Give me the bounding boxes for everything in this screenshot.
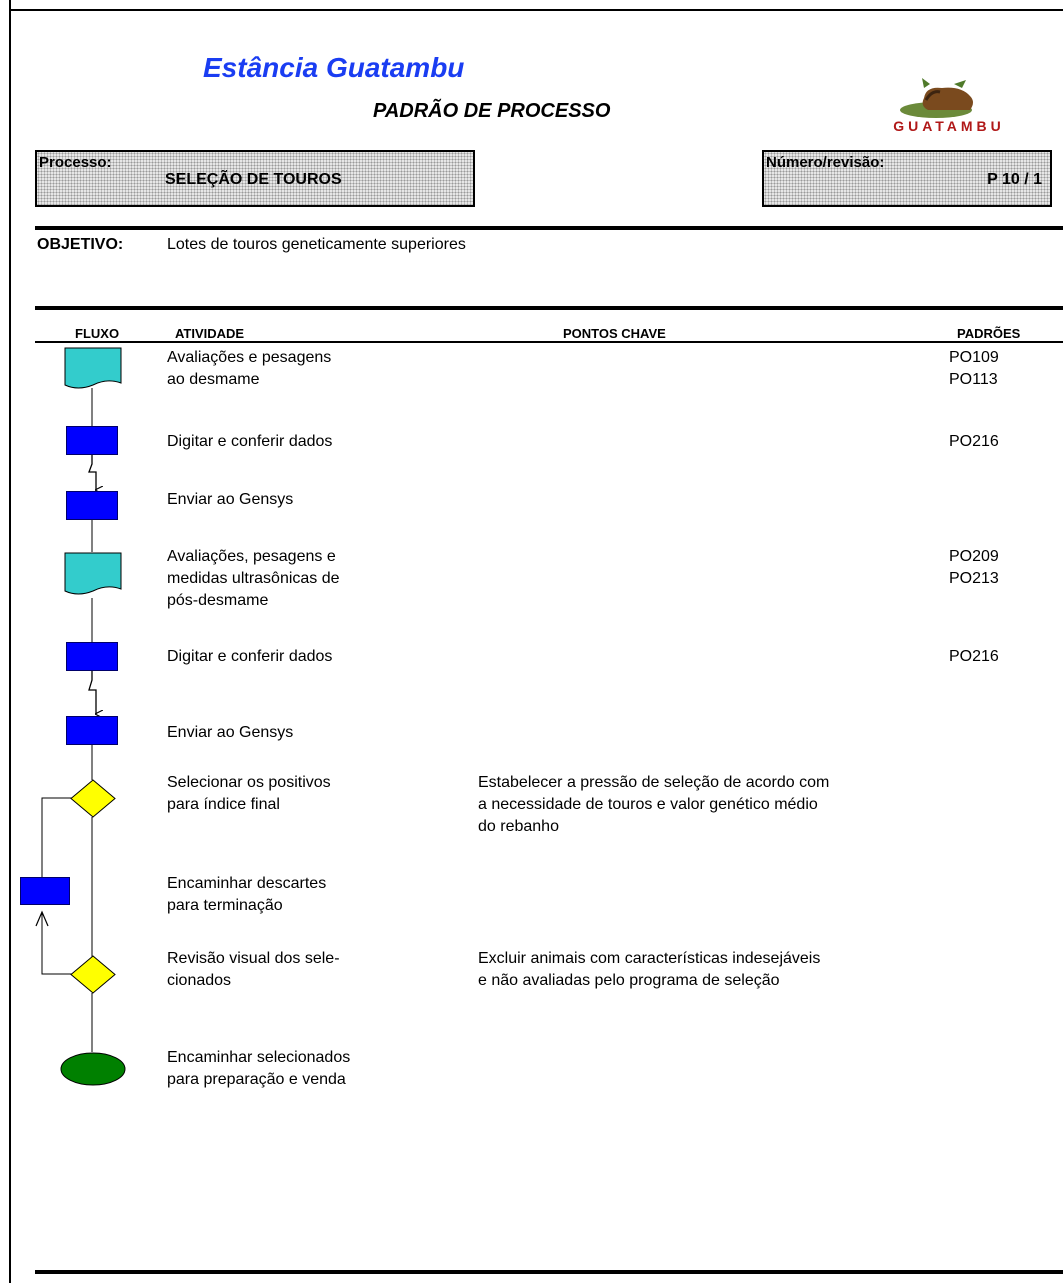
divider-middle [35,306,1063,310]
activity-text: Revisão visual dos sele- cionados [167,950,340,989]
document-shape [64,552,122,595]
lightning-arrow [88,671,96,714]
divider-bottom [35,1270,1063,1274]
decision-shape [70,779,116,818]
activity-text: Selecionar os positivos para índice fina… [167,774,331,813]
divider-columns [35,341,1063,343]
guatambu-logo: GUATAMBU [866,78,1032,138]
process-shape [66,426,118,455]
divider-top [35,226,1063,230]
activity-text: Digitar e conferir dados [167,433,333,450]
standards-text: PO209 PO213 [949,548,999,587]
logo-text: GUATAMBU [893,118,1005,134]
objective-label: OBJETIVO: [37,236,124,253]
reject-branch-line [41,797,72,877]
column-header-fluxo: FLUXO [75,326,120,341]
process-shape [66,491,118,520]
revision-label: Número/revisão: [766,154,885,171]
activity-text: Enviar ao Gensys [167,491,294,508]
column-header-padroes: PADRÕES [957,326,1021,341]
process-shape [66,642,118,671]
revision-number: P 10 / 1 [987,171,1042,188]
process-box: Processo: SELEÇÃO DE TOUROS [35,150,475,207]
document-title: PADRÃO DE PROCESSO [373,100,611,122]
process-shape [20,877,70,905]
process-label: Processo: [39,154,112,171]
activity-text: Avaliações e pesagens ao desmame [167,349,332,388]
standards-text: PO109 PO113 [949,349,999,388]
key-points-text: Estabelecer a pressão de seleção de acor… [478,774,830,835]
page-border-left [9,0,11,1283]
decision-shape [70,955,116,994]
terminator-shape [60,1052,126,1086]
objective-text: Lotes de touros geneticamente superiores [167,236,466,253]
cattle-logo-image: GUATAMBU [893,78,1005,134]
return-arrowhead [35,910,49,927]
activity-text: Avaliações, pesagens e medidas ultrasôni… [167,548,340,609]
revision-box: Número/revisão: P 10 / 1 [762,150,1052,207]
return-branch-line [41,912,72,975]
activity-text: Enviar ao Gensys [167,724,294,741]
standards-text: PO216 [949,433,999,450]
brand-name: Estância Guatambu [203,52,465,83]
document-shape [64,347,122,389]
process-shape [66,716,118,745]
column-header-atividade: ATIVIDADE [175,326,245,341]
column-header-pontos-chave: PONTOS CHAVE [563,326,666,341]
process-name: SELEÇÃO DE TOUROS [165,171,342,188]
activity-text: Encaminhar selecionados para preparação … [167,1049,351,1088]
key-points-text: Excluir animais com características inde… [478,950,821,989]
page-border-top [9,9,1063,11]
activity-text: Encaminhar descartes para terminação [167,875,327,914]
standards-text: PO216 [949,648,999,665]
lightning-arrow [88,455,96,490]
activity-text: Digitar e conferir dados [167,648,333,665]
